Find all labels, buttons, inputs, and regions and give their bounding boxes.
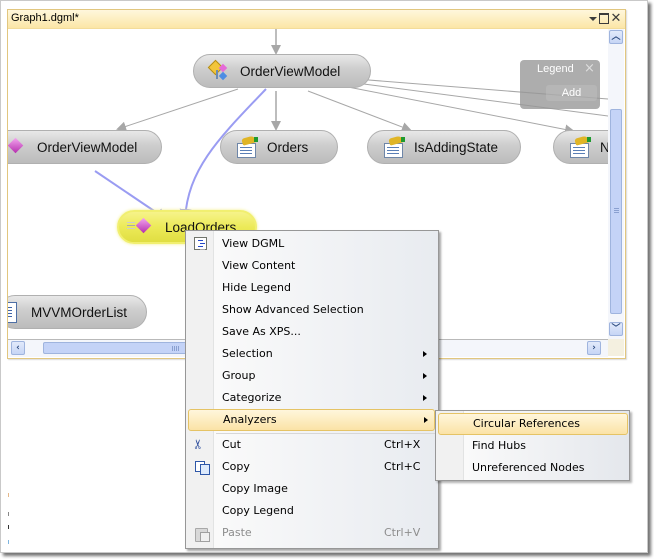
scroll-down-button[interactable]: ﹀ [609, 322, 623, 336]
menu-item-label: Circular References [473, 417, 580, 430]
menu-item-cut[interactable]: Cut Ctrl+X [187, 434, 435, 456]
graph-edge [355, 82, 608, 117]
graph-edge [116, 88, 239, 132]
submenu-item-unreferenced-nodes[interactable]: Unreferenced Nodes [437, 457, 628, 479]
menu-item-copy-image[interactable]: Copy Image [187, 478, 435, 500]
horizontal-scroll-thumb[interactable] [43, 342, 188, 354]
call-edge [179, 88, 267, 221]
menu-item-label: Categorize [222, 391, 282, 404]
file-icon [8, 302, 23, 323]
menu-separator [216, 433, 436, 434]
submenu-arrow-icon [423, 351, 427, 357]
legend-add-button[interactable]: Add [546, 85, 597, 101]
context-menu: View DGML View Content Hide Legend Show … [185, 230, 439, 549]
menu-item-label: Copy [222, 460, 250, 473]
edge-artifact [8, 525, 9, 529]
menu-item-label: Unreferenced Nodes [472, 461, 585, 474]
legend-close-icon[interactable]: × [584, 61, 595, 76]
menu-item-label: Paste [222, 526, 252, 539]
menu-icon-gutter [186, 231, 214, 548]
submenu-item-find-hubs[interactable]: Find Hubs [437, 435, 628, 457]
menu-item-view-dgml[interactable]: View DGML [187, 233, 435, 255]
menu-item-label: Copy Image [222, 482, 288, 495]
menu-item-label: Analyzers [223, 413, 277, 426]
menu-item-label: Show Advanced Selection [222, 303, 364, 316]
node-label: MVVMOrderList [31, 304, 128, 320]
menu-item-label: Cut [222, 438, 241, 451]
graph-node-orderviewmodel-method[interactable]: OrderViewModel [8, 130, 162, 164]
graph-edge [347, 86, 575, 135]
method-icon [8, 137, 29, 157]
node-label: Orders [267, 139, 309, 155]
menu-item-show-advanced-selection[interactable]: Show Advanced Selection [187, 299, 435, 321]
vertical-scrollbar[interactable]: ︿ ﹀ [608, 29, 624, 339]
node-label: OrderViewModel [37, 139, 138, 155]
menu-item-label: View DGML [222, 237, 285, 250]
method-icon [127, 217, 157, 237]
menu-item-label: View Content [222, 259, 296, 272]
graph-edge [307, 90, 412, 132]
menu-item-label: Selection [222, 347, 273, 360]
node-label: OrderViewModel [240, 63, 341, 79]
graph-node-mvvmorderlist[interactable]: MVVMOrderList [8, 295, 147, 329]
menu-item-label: Find Hubs [472, 439, 526, 452]
menu-item-paste: Paste Ctrl+V [187, 522, 435, 544]
menu-item-shortcut: Ctrl+C [384, 460, 421, 473]
menu-item-shortcut: Ctrl+V [384, 526, 421, 539]
node-label: IsAddingState [414, 139, 499, 155]
menu-item-shortcut: Ctrl+X [384, 438, 421, 451]
property-icon [568, 135, 592, 158]
legend-title: Legend [537, 63, 574, 75]
window-position-dropdown-icon[interactable] [587, 12, 599, 25]
scroll-left-button[interactable]: ‹ [11, 341, 25, 355]
graph-node-orderviewmodel-class[interactable]: OrderViewModel [193, 54, 371, 88]
edge-artifact [8, 540, 9, 544]
analyzers-submenu: Circular References Find Hubs Unreferenc… [435, 410, 630, 481]
menu-item-label: Hide Legend [222, 281, 291, 294]
menu-item-categorize[interactable]: Categorize [187, 387, 435, 409]
graph-node-truncated[interactable]: N [553, 130, 608, 164]
menu-body [214, 231, 438, 548]
menu-item-label: Group [222, 369, 256, 382]
submenu-arrow-icon [424, 417, 428, 423]
view-dgml-icon [194, 237, 207, 250]
scroll-right-button[interactable]: › [587, 341, 601, 355]
menu-item-copy[interactable]: Copy Ctrl+C [187, 456, 435, 478]
vertical-scroll-thumb[interactable] [610, 109, 622, 314]
menu-item-selection[interactable]: Selection [187, 343, 435, 365]
edge-artifact [8, 512, 9, 516]
submenu-item-circular-references[interactable]: Circular References [438, 413, 628, 435]
copy-icon [194, 460, 210, 475]
graph-node-isaddingstate[interactable]: IsAddingState [367, 130, 521, 164]
graph-node-orders[interactable]: Orders [220, 130, 338, 164]
menu-item-label: Save As XPS... [222, 325, 301, 338]
node-label: N [600, 139, 608, 155]
legend-panel: Legend × Add [520, 60, 600, 109]
menu-item-group[interactable]: Group [187, 365, 435, 387]
submenu-arrow-icon [423, 373, 427, 379]
menu-item-save-as-xps[interactable]: Save As XPS... [187, 321, 435, 343]
menu-item-label: Copy Legend [222, 504, 294, 517]
edge-artifact [8, 493, 9, 497]
menu-item-copy-legend[interactable]: Copy Legend [187, 500, 435, 522]
menu-item-view-content[interactable]: View Content [187, 255, 435, 277]
close-icon[interactable]: ✕ [610, 11, 622, 26]
class-icon [207, 59, 232, 81]
submenu-arrow-icon [423, 395, 427, 401]
menu-item-analyzers[interactable]: Analyzers [188, 409, 435, 431]
maximize-icon[interactable] [598, 12, 610, 25]
paste-icon [194, 526, 210, 542]
document-tab-bar: Graph1.dgml* ✕ [8, 10, 625, 29]
scroll-up-button[interactable]: ︿ [609, 30, 623, 44]
scrollbar-corner [608, 339, 624, 356]
cut-icon [194, 438, 209, 452]
document-title[interactable]: Graph1.dgml* [11, 12, 79, 24]
property-icon [235, 135, 259, 158]
property-icon [382, 135, 406, 158]
menu-item-hide-legend[interactable]: Hide Legend [187, 277, 435, 299]
